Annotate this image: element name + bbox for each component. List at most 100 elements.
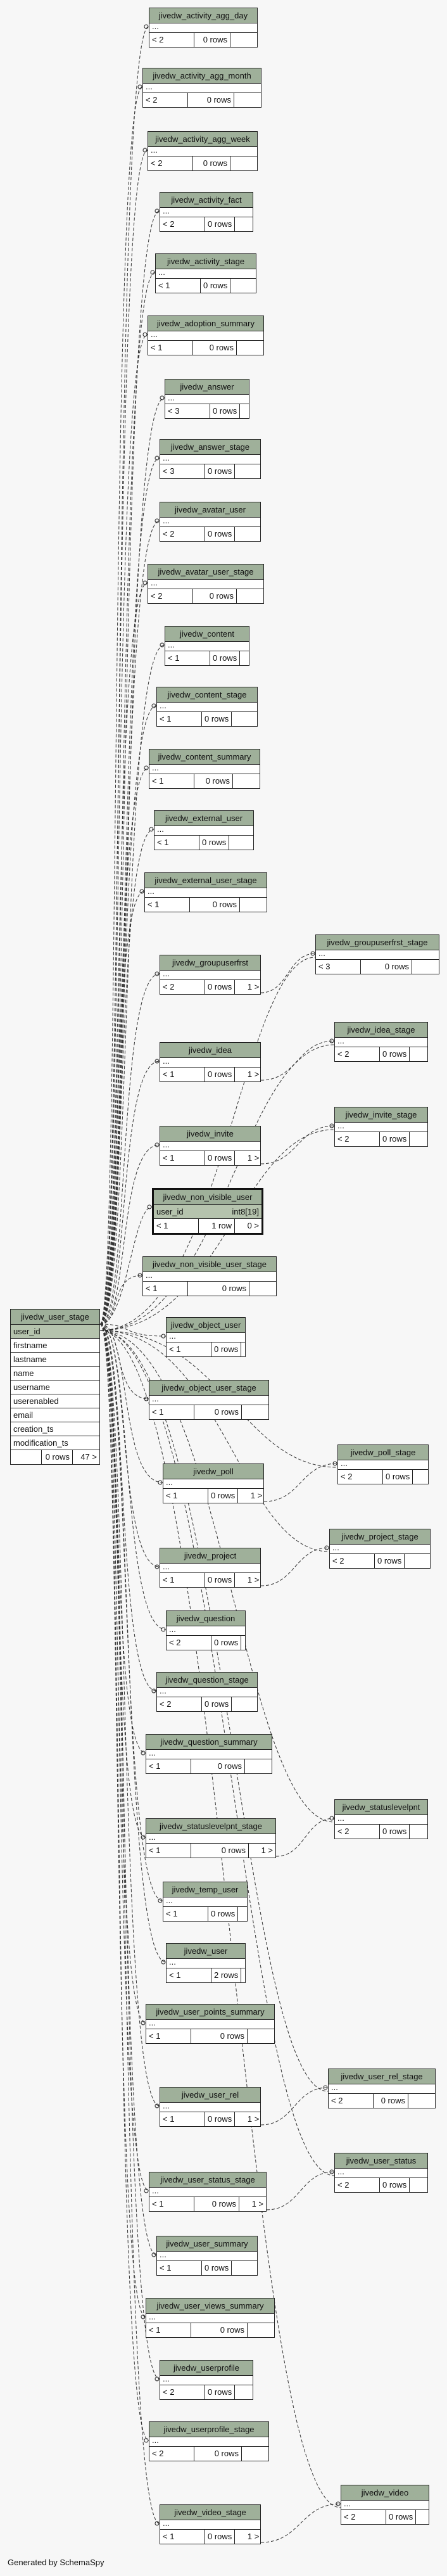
parent-count[interactable]: < 1 (143, 1282, 188, 1296)
table-title[interactable]: jivedw_idea_stage (335, 1023, 427, 1038)
child-count[interactable] (241, 1342, 268, 1356)
table-title[interactable]: jivedw_question_stage (157, 1673, 257, 1688)
child-count[interactable]: 47 > (80, 1452, 97, 1462)
parent-count[interactable]: < 2 (167, 1636, 211, 1650)
child-count[interactable] (241, 1636, 268, 1650)
table-title[interactable]: jivedw_non_visible_user (154, 1190, 261, 1205)
table-title[interactable]: jivedw_activity_agg_day (149, 8, 257, 23)
parent-count[interactable]: < 2 (329, 2094, 374, 2108)
parent-count[interactable]: < 2 (148, 589, 193, 603)
parent-count[interactable]: < 1 (157, 2261, 202, 2275)
table-title[interactable]: jivedw_temp_user (163, 1882, 247, 1897)
parent-count[interactable]: < 2 (335, 1132, 380, 1146)
parent-count[interactable]: < 2 (160, 980, 205, 994)
table-title[interactable]: jivedw_idea (160, 1043, 260, 1058)
parent-count[interactable]: < 2 (160, 217, 205, 231)
parent-count[interactable]: < 1 (154, 1219, 199, 1233)
column-lastname[interactable]: lastname (11, 1353, 99, 1367)
column-name[interactable]: name (11, 1367, 99, 1380)
parent-count[interactable]: < 1 (146, 1759, 191, 1773)
parent-count[interactable]: < 1 (160, 2530, 205, 2544)
table-title[interactable]: jivedw_object_user_stage (149, 1380, 268, 1396)
table-title[interactable]: jivedw_groupuserfrst_stage (316, 935, 439, 950)
child-count[interactable] (405, 1554, 431, 1568)
parent-count[interactable]: < 3 (165, 404, 210, 418)
child-count[interactable] (408, 2094, 435, 2108)
table-title[interactable]: jivedw_avatar_user (160, 502, 260, 518)
table-title[interactable]: jivedw_answer (165, 379, 249, 395)
child-count[interactable] (235, 217, 261, 231)
column-creation-ts[interactable]: creation_ts (11, 1422, 99, 1436)
parent-count[interactable]: < 2 (148, 156, 193, 170)
child-count[interactable] (248, 2323, 274, 2337)
child-count[interactable]: 1 > (247, 982, 260, 992)
child-count[interactable] (249, 1282, 276, 1296)
child-count[interactable] (413, 1470, 439, 1484)
table-title[interactable]: jivedw_user_status_stage (149, 2172, 266, 2188)
parent-count[interactable]: < 1 (154, 836, 199, 850)
child-count[interactable] (410, 2178, 436, 2192)
table-title[interactable]: jivedw_non_visible_user_stage (143, 1257, 276, 1272)
parent-count[interactable]: < 2 (335, 1047, 380, 1061)
table-title[interactable]: jivedw_invite (160, 1126, 260, 1142)
child-count[interactable] (240, 898, 267, 912)
parent-count[interactable]: < 1 (160, 1068, 205, 1081)
table-title[interactable]: jivedw_user_rel (160, 2088, 260, 2103)
parent-count[interactable]: < 1 (149, 2197, 194, 2211)
column-firstname[interactable]: firstname (11, 1339, 99, 1353)
table-title[interactable]: jivedw_user_views_summary (146, 2299, 274, 2314)
table-title[interactable]: jivedw_user (167, 1944, 245, 1959)
child-count[interactable]: 0 > (247, 1221, 259, 1230)
parent-count[interactable]: < 3 (316, 960, 361, 974)
parent-count[interactable]: < 2 (341, 2510, 386, 2524)
table-title[interactable]: jivedw_user_rel_stage (329, 2069, 435, 2084)
table-title[interactable]: jivedw_video_stage (160, 2505, 260, 2520)
parent-count[interactable]: < 2 (149, 33, 194, 47)
child-count[interactable] (240, 404, 267, 418)
table-title[interactable]: jivedw_statuslevelpnt (335, 1800, 427, 1815)
table-title[interactable]: jivedw_invite_stage (335, 1107, 427, 1123)
table-title[interactable]: jivedw_userprofile (160, 2361, 253, 2376)
parent-count[interactable]: < 2 (160, 2385, 205, 2399)
child-count[interactable] (230, 279, 257, 293)
table-title[interactable]: jivedw_project (160, 1548, 260, 1564)
child-count[interactable] (238, 1907, 265, 1921)
child-count[interactable] (242, 2447, 268, 2461)
child-count[interactable] (237, 589, 263, 603)
child-count[interactable] (241, 1968, 268, 1982)
child-count[interactable] (237, 341, 263, 355)
child-count[interactable] (410, 1047, 436, 1061)
parent-count[interactable]: < 1 (149, 1405, 194, 1419)
child-count[interactable] (416, 2510, 443, 2524)
child-count[interactable] (230, 33, 257, 47)
child-count[interactable]: 1 > (247, 2114, 260, 2124)
